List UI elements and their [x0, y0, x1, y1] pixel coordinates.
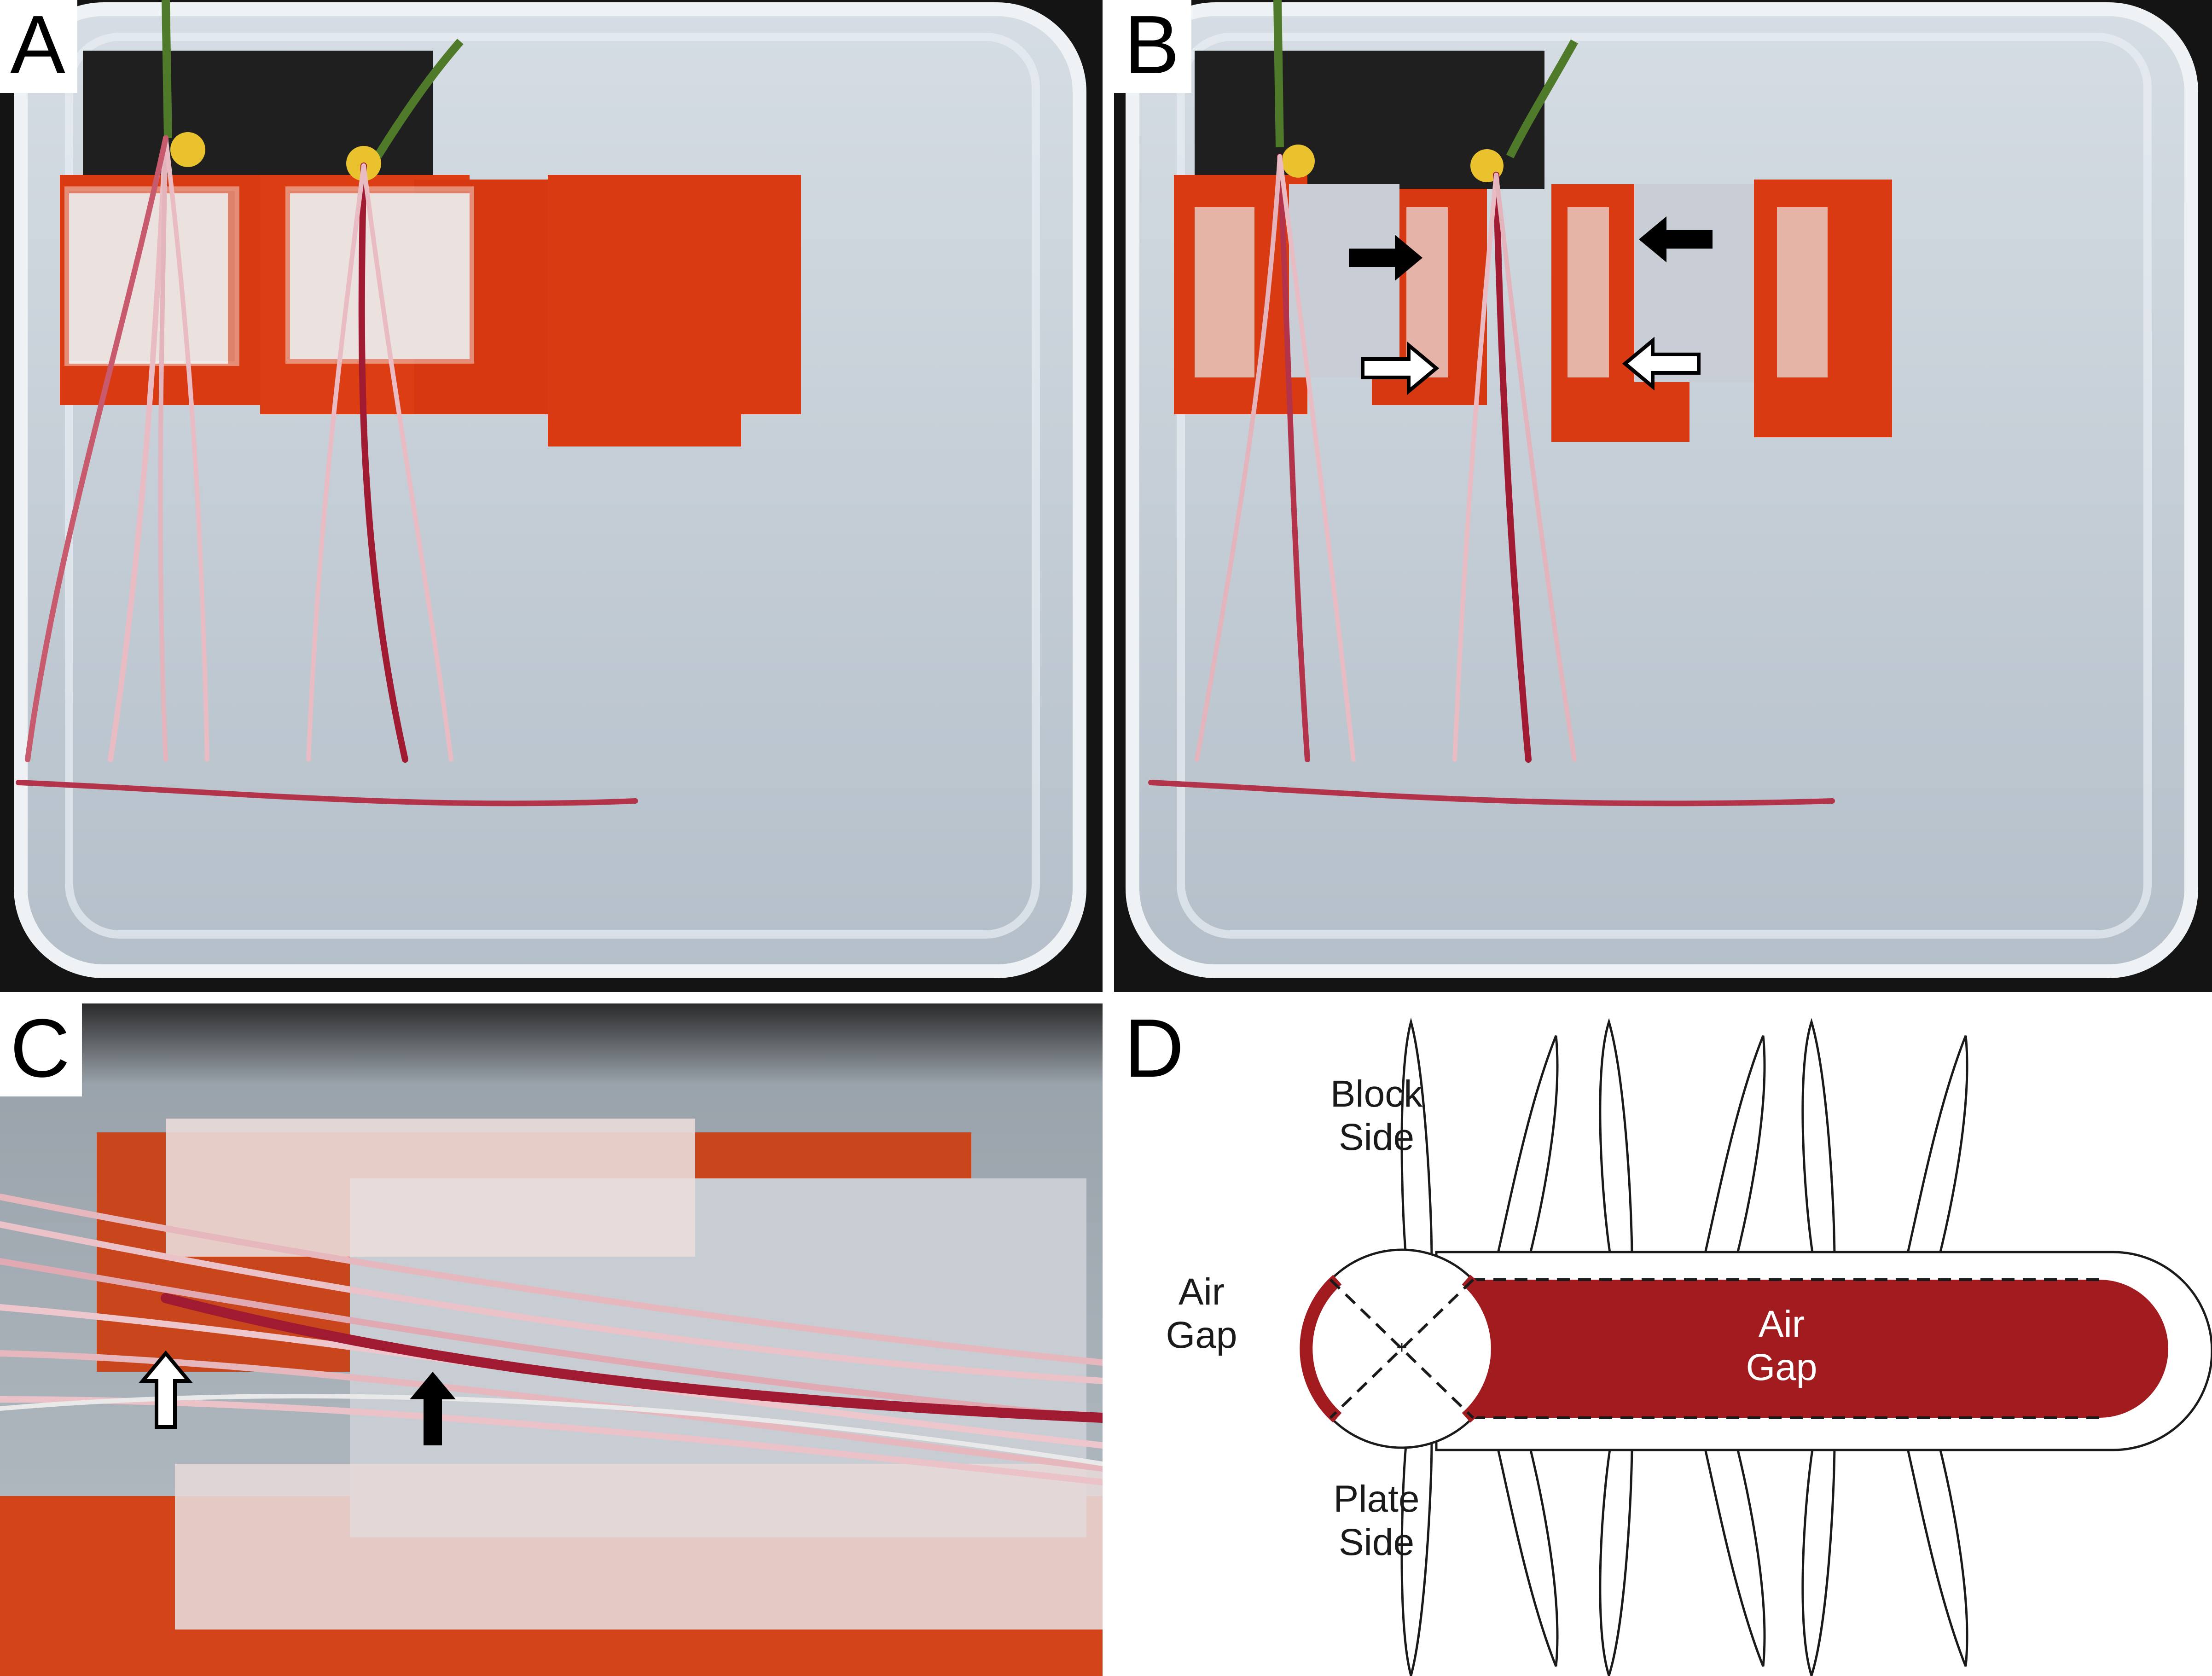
root-bundle	[0, 1194, 1103, 1485]
panel-a-photo: A	[0, 0, 1103, 992]
agar-strip	[175, 1464, 1103, 1630]
air-gap-arc	[1462, 1275, 1504, 1423]
block-side-label: Block Side	[1317, 1073, 1436, 1160]
black-arrow-icon	[1349, 235, 1422, 281]
panel-c-photo: C	[0, 1003, 1103, 1676]
root-cross-section-diagram: +	[1300, 1017, 2212, 1676]
plate-side-label: Plate Side	[1317, 1478, 1436, 1565]
filter-paper	[1289, 184, 1399, 377]
panel-label: D	[1114, 1003, 1196, 1096]
agar-strip	[166, 1119, 695, 1257]
plant-stem	[374, 39, 464, 159]
lateral-roots	[1400, 1017, 1968, 1676]
plate-side-line-2: Side	[1338, 1521, 1415, 1564]
air-gap-left-line-2: Gap	[1166, 1314, 1237, 1357]
air-gap-arc	[1300, 1275, 1342, 1423]
block-side-line-1: Block	[1330, 1073, 1423, 1115]
plate-inner-rim	[1177, 33, 2152, 939]
white-arrow-icon	[1622, 336, 1701, 391]
panel-c-scene	[0, 1003, 1103, 1676]
orange-felt	[635, 175, 801, 414]
white-arrow-icon	[139, 1350, 193, 1429]
air-gap-center-line-1: Air	[1758, 1303, 1805, 1345]
black-arrow-icon	[1639, 216, 1713, 262]
plate-inner-rim	[65, 33, 1040, 939]
panel-b-scene	[1114, 0, 2212, 992]
panel-d-diagram: + Block Side Plate Side Air Gap Air Gap …	[1114, 1003, 2212, 1676]
block-side-line-2: Side	[1338, 1116, 1415, 1159]
air-gap-center-line-2: Gap	[1746, 1346, 1817, 1389]
air-gap-band	[1409, 1280, 2168, 1418]
air-gap-left-label: Air Gap	[1155, 1270, 1248, 1357]
root-system	[16, 135, 638, 806]
agar-strip	[1195, 207, 1254, 377]
panel-a-scene	[0, 0, 1103, 992]
svg-text:+: +	[1396, 1337, 1407, 1357]
agar-strip	[1777, 207, 1828, 377]
white-arrow-icon	[1361, 341, 1440, 395]
plant-stem	[162, 0, 172, 139]
panel-label: C	[0, 1003, 82, 1096]
air-gap-center-label: Air Gap	[1713, 1303, 1851, 1390]
panel-label: B	[1114, 0, 1192, 93]
air-gap-left-line-1: Air	[1178, 1271, 1225, 1313]
plant-stem	[1506, 39, 1578, 159]
plate-side-line-1: Plate	[1333, 1478, 1420, 1520]
agar-strip	[1568, 207, 1609, 377]
root-system	[1148, 154, 1835, 806]
panel-b-photo: B	[1114, 0, 2212, 992]
plant-stem	[1273, 0, 1284, 148]
black-arrow-icon	[410, 1372, 456, 1445]
panel-label: A	[0, 0, 78, 93]
corn-seed	[1282, 145, 1315, 178]
corn-seed	[170, 132, 205, 167]
